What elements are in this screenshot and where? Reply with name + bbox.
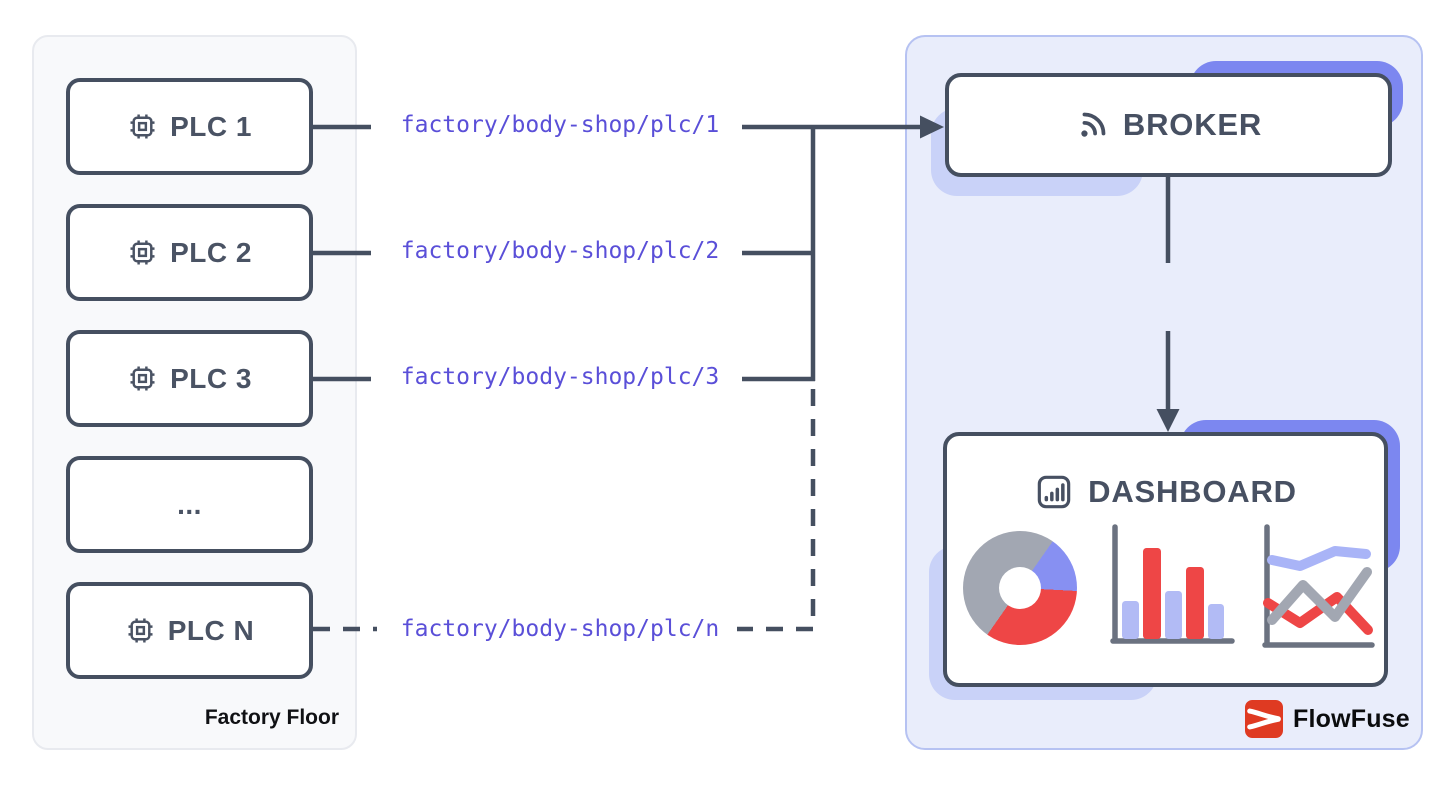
plc-2-node: PLC 2	[66, 204, 313, 301]
flowfuse-logo	[1245, 700, 1283, 738]
wire-trunk-dashed	[737, 389, 816, 632]
broker-node: BROKER	[945, 73, 1392, 177]
plc-2-label: PLC 2	[170, 236, 252, 268]
chip-icon	[130, 114, 155, 139]
broadcast-icon	[1081, 112, 1106, 137]
topic-plc-n: factory/body-shop/plc/n	[400, 616, 720, 642]
plc-3-node: PLC 3	[66, 330, 313, 427]
flowfuse-label: FlowFuse	[1293, 704, 1410, 733]
plc-n-node: PLC N	[66, 582, 313, 679]
topic-plc-1: factory/body-shop/plc/1	[400, 112, 720, 138]
donut-chart	[963, 531, 1077, 645]
donut-hole	[999, 567, 1041, 609]
bar-mini-chart	[1110, 524, 1235, 644]
dashboard-label: DASHBOARD	[1088, 474, 1297, 509]
plc-ellipsis-label: ...	[177, 488, 202, 520]
factory-floor-label: Factory Floor	[204, 706, 339, 729]
chip-icon	[128, 618, 153, 643]
plc-ellipsis-node: ...	[66, 456, 313, 553]
plc-3-label: PLC 3	[170, 362, 252, 394]
wire-plc23-right	[313, 250, 815, 382]
flowfuse-brand: FlowFuse	[1245, 700, 1410, 738]
chip-icon	[130, 240, 155, 265]
plc-1-node: PLC 1	[66, 78, 313, 175]
bar-chart-icon	[1037, 475, 1071, 509]
mini-charts	[1110, 524, 1375, 648]
plc-n-label: PLC N	[167, 614, 255, 646]
broker-label: BROKER	[1122, 107, 1263, 142]
topic-plc-2: factory/body-shop/plc/2	[400, 238, 720, 264]
dashboard-title: DASHBOARD	[1034, 472, 1297, 512]
line-mini-chart	[1262, 524, 1375, 648]
topic-plc-3: factory/body-shop/plc/3	[400, 364, 720, 390]
plc-1-label: PLC 1	[170, 110, 252, 142]
chip-icon	[130, 366, 155, 391]
